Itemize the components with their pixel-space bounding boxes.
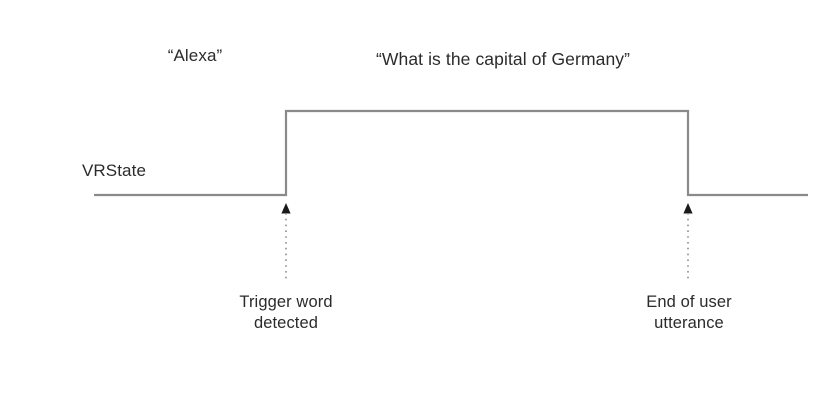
signal-name-label: VRState	[81, 161, 146, 180]
arrow-up-icon	[281, 203, 291, 214]
event-label-trigger: Trigger word detected	[190, 292, 382, 334]
utterance-label-alexa: “Alexa”	[167, 46, 223, 65]
vrstate-waveform-line	[94, 109, 808, 197]
event-label-end-line1: End of user	[646, 293, 732, 311]
arrow-up-icon	[683, 203, 693, 214]
event-label-trigger-line2: detected	[253, 314, 319, 333]
event-label-end-line2: utterance	[654, 314, 724, 333]
utterance-label-question: “What is the capital of Germany”	[375, 49, 631, 69]
event-label-trigger-line1: Trigger word	[239, 293, 333, 311]
end-event-marker	[683, 203, 693, 281]
event-label-end: End of user utterance	[594, 292, 784, 334]
trigger-event-marker	[281, 203, 291, 281]
